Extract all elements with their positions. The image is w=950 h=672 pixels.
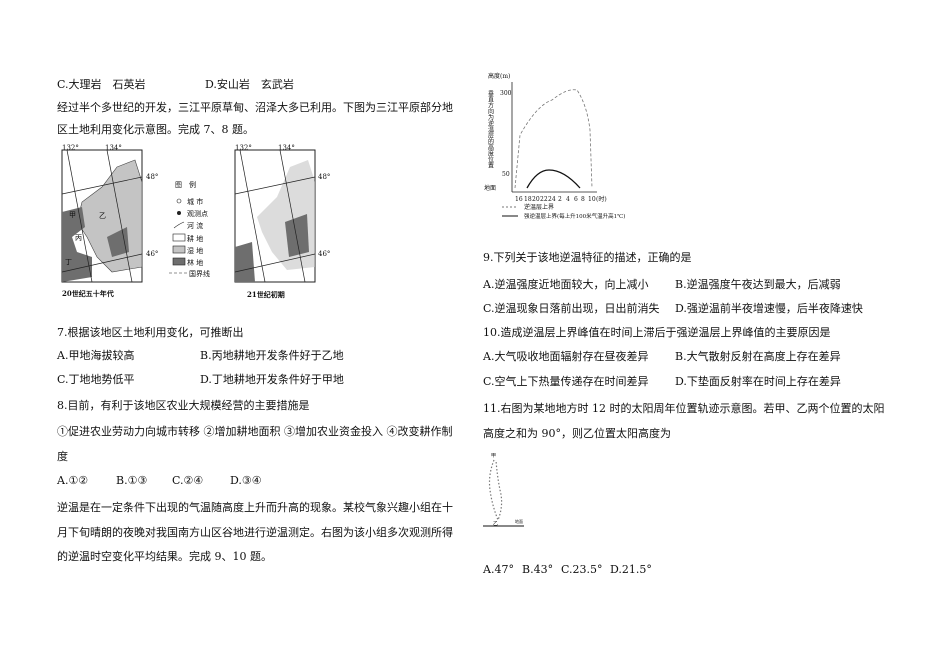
- intro-9-10-line1: 逆温是在一定条件下出现的气温随高度上升而升高的现象。某校气象兴趣小组在十: [57, 501, 453, 514]
- q7-option-a: A.甲地海拔较高: [57, 349, 135, 362]
- q7-stem: 7.根据该地区土地利用变化，可推断出: [57, 326, 244, 339]
- xtick: 2: [558, 196, 562, 203]
- legend-cropland: 耕 地: [187, 234, 203, 243]
- legend-wetland: 湿 地: [187, 246, 203, 255]
- q8-option-d: D.③④: [230, 474, 262, 487]
- lon-134: 134°: [105, 144, 122, 152]
- q11-option-d: D.21.5°: [610, 563, 652, 576]
- lon-132-b: 132°: [235, 144, 252, 152]
- q7-option-d: D.丁地耕地开发条件好于甲地: [200, 373, 344, 386]
- q9-option-b: B.逆温强度午夜达到最大，后减弱: [675, 278, 841, 291]
- place-bing: 丙: [75, 234, 82, 242]
- intro-7-8-line1: 经过半个多世纪的开发，三江平原草甸、沼泽大多已利用。下图为三江平原部分地: [57, 101, 453, 114]
- map-legend: 图 例 城 市 观测点 河 流 耕 地 湿 地 林 地 国界线: [169, 180, 210, 278]
- q9-option-c: C.逆温现象日落前出现，日出前消失: [483, 302, 660, 315]
- chart-ylabel: 高度(m): [488, 72, 510, 80]
- intro-9-10-line3: 的逆温时空变化平均结果。完成 9、10 题。: [57, 550, 272, 563]
- q10-stem: 10.造成逆温层上界峰值在时间上滞后于强逆温层上界峰值的主要原因是: [483, 326, 831, 339]
- land-use-map: 132° 134° 48° 46° 甲 乙 丙 丁 20世纪五十年代 图 例 城…: [61, 144, 330, 299]
- map-1950s: 132° 134° 48° 46° 甲 乙 丙 丁 20世纪五十年代: [61, 144, 158, 298]
- legend-inversion-top: 逆温层上界: [524, 203, 554, 211]
- q10-option-a: A.大气吸收地面辐射存在昼夜差异: [483, 350, 649, 363]
- sun-position-figure: 甲 乙 地面: [483, 453, 524, 527]
- xtick: 18: [524, 196, 532, 203]
- label-ground: 地面: [515, 518, 523, 524]
- caption-2000s: 21世纪初期: [247, 290, 285, 299]
- xtick: 8: [581, 196, 585, 203]
- q11-option-b: B.43°: [522, 563, 554, 576]
- inversion-chart: 高度(m) 垂直方向为逆温层的高度位置 地面 300 50 16 18 20 2…: [484, 72, 625, 220]
- q9-option-d: D.强逆温前半夜增速慢，后半夜降速快: [675, 302, 863, 315]
- caption-1950s: 20世纪五十年代: [62, 289, 114, 298]
- q8-items: ①促进农业劳动力向城市转移 ②增加耕地面积 ③增加农业资金投入 ④改变耕作制: [57, 425, 453, 438]
- place-yi: 乙: [99, 212, 106, 220]
- q8-option-a: A.①②: [57, 474, 89, 487]
- legend-station: 观测点: [187, 210, 208, 218]
- legend-forest: 林 地: [187, 258, 203, 267]
- xtick: 6: [574, 196, 578, 203]
- xtick: 22: [540, 196, 548, 203]
- lat-48-b: 48°: [318, 173, 330, 181]
- label-jia: 甲: [491, 453, 496, 459]
- q6-option-c: C.大理岩 石英岩: [57, 78, 146, 91]
- q11-option-a: A.47°: [483, 563, 514, 576]
- xtick: 10: [588, 196, 596, 203]
- xtick: 16: [515, 196, 523, 203]
- q10-option-d: D.下垫面反射率在时间上存在差异: [675, 375, 841, 388]
- xtick: 24: [548, 196, 556, 203]
- legend-strong-inversion: 强逆温层上界(每上升100米气温升高1℃): [524, 212, 625, 220]
- lon-134-b: 134°: [278, 144, 295, 152]
- intro-7-8-line2: 区土地利用变化示意图。完成 7、8 题。: [57, 123, 254, 136]
- xtick-unit: (时): [596, 195, 607, 203]
- q7-option-c: C.丁地地势低平: [57, 373, 135, 386]
- place-ding: 丁: [65, 258, 72, 266]
- q8-items-cont: 度: [57, 450, 68, 463]
- map-2000s: 132° 134° 48° 46° 21世纪初期: [234, 144, 330, 299]
- q6-option-d: D.安山岩 玄武岩: [205, 78, 294, 91]
- chart-ylabel-vertical: 垂直方向为逆温层的高度位置: [487, 90, 494, 168]
- series-strong-inversion-top: [526, 169, 581, 189]
- series-inversion-top: [514, 89, 593, 189]
- q8-stem: 8.目前，有利于该地区农业大规模经营的主要措施是: [57, 399, 310, 412]
- q8-option-c: C.②④: [172, 474, 204, 487]
- label-yi: 乙: [493, 520, 498, 527]
- xtick: 20: [532, 196, 540, 203]
- lat-46-b: 46°: [318, 250, 330, 258]
- legend-border: 国界线: [189, 269, 210, 278]
- q8-option-b: B.①③: [116, 474, 148, 487]
- ytick-300: 300: [500, 90, 512, 97]
- legend-city: 城 市: [187, 197, 203, 206]
- q9-stem: 9.下列关于该地逆温特征的描述，正确的是: [483, 251, 692, 264]
- q11-option-c: C.23.5°: [561, 563, 603, 576]
- q7-option-b: B.丙地耕地开发条件好于乙地: [200, 349, 344, 362]
- lat-46: 46°: [146, 250, 158, 258]
- q10-option-b: B.大气散射反射在高度上存在差异: [675, 350, 841, 363]
- place-jia: 甲: [69, 211, 76, 219]
- sun-track: [488, 459, 503, 522]
- q11-stem-line2: 高度之和为 90°，则乙位置太阳高度为: [483, 427, 671, 440]
- ytick-50: 50: [502, 171, 510, 178]
- q9-option-a: A.逆温强度近地面较大，向上减小: [483, 278, 649, 291]
- xtick: 4: [566, 196, 570, 203]
- lon-132: 132°: [62, 144, 79, 152]
- chart-ground-label: 地面: [484, 184, 496, 192]
- q10-option-c: C.空气上下热量传递存在时间差异: [483, 375, 649, 388]
- legend-title: 图 例: [175, 180, 196, 189]
- q11-stem-line1: 11.右图为某地地方时 12 时的太阳周年位置轨迹示意图。若甲、乙两个位置的太阳: [483, 402, 885, 415]
- legend-river: 河 流: [187, 221, 203, 230]
- lat-48: 48°: [146, 173, 158, 181]
- intro-9-10-line2: 月下旬晴朗的夜晚对我国南方山区谷地进行逆温测定。右图为该小组多次观测所得: [57, 526, 453, 539]
